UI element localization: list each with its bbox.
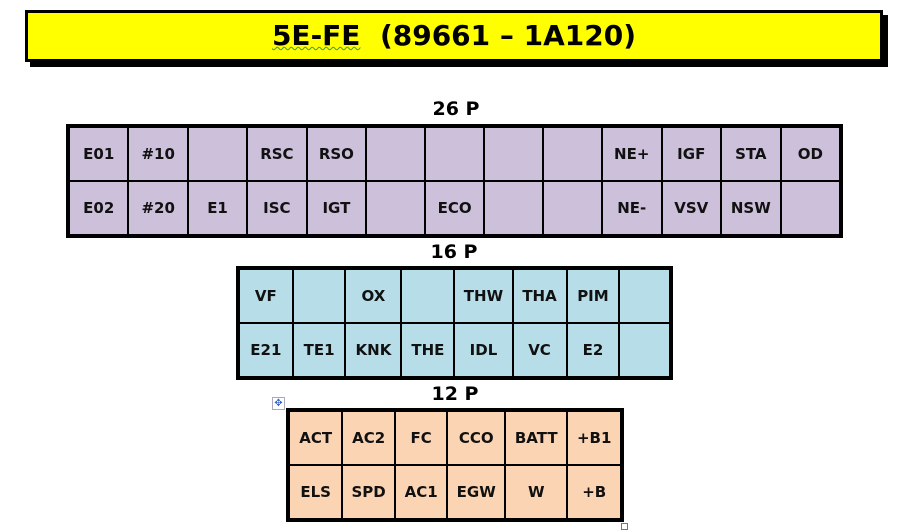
pin-cell: VC [511,322,568,379]
pin-cell: KNK [344,322,403,379]
pin-cell: ACT [286,409,344,466]
pin-cell: E1 [186,180,249,237]
pin-cell [542,180,603,237]
pin-cell: #20 [127,180,189,237]
pin-cell: THA [511,267,568,324]
pin-cell: IDL [453,322,514,379]
title-part-number: (89661 – 1A120) [379,19,637,52]
pin-cell [423,125,486,182]
pin-cell: VSV [660,180,722,237]
pin-cell: +B1 [566,409,623,466]
pin-cell: VF [237,267,294,324]
pin-cell [779,180,843,237]
pin-cell: AC2 [341,409,396,466]
pin-cell: W [504,464,569,521]
pin-cell [400,267,456,324]
pin-cell: TE1 [291,322,347,379]
pin-cell [365,125,426,182]
pin-cell: E21 [237,322,294,379]
pin-cell: RSC [246,125,308,182]
connector-12p-label: 12 P [431,383,479,405]
pin-cell: OX [344,267,403,324]
pin-cell: +B [566,464,623,521]
pin-cell: ISC [246,180,308,237]
table-move-handle-icon[interactable]: ✥ [272,397,285,410]
pin-cell: PIM [565,267,621,324]
pin-cell: E02 [66,180,130,237]
pin-cell: NE- [600,180,663,237]
pin-cell: #10 [127,125,189,182]
pin-cell: E2 [565,322,621,379]
pin-cell: IGT [305,180,368,237]
pin-cell: AC1 [393,464,449,521]
pin-cell [186,125,249,182]
pin-cell: ELS [286,464,344,521]
pin-cell: OD [779,125,843,182]
pin-cell: ECO [423,180,486,237]
pin-cell: BATT [504,409,569,466]
pin-cell [483,125,545,182]
connector-16p-label: 16 P [430,241,478,263]
pin-cell [365,180,426,237]
pin-cell: THW [453,267,514,324]
page-title: 5E-FE (89661 – 1A120) [25,10,883,62]
pin-cell: FC [393,409,449,466]
pin-cell: STA [720,125,782,182]
pin-cell: IGF [660,125,722,182]
table-resize-handle[interactable] [621,523,628,530]
pin-cell [483,180,545,237]
pin-cell: RSO [305,125,368,182]
pin-cell: NE+ [600,125,663,182]
pin-cell [291,267,347,324]
pin-cell: NSW [720,180,782,237]
pin-cell: E01 [66,125,130,182]
pin-cell: THE [400,322,456,379]
pin-cell: EGW [446,464,507,521]
pin-cell [618,267,672,324]
title-model: 5E-FE [271,19,361,52]
pin-cell [542,125,603,182]
connector-26p-label: 26 P [432,98,480,120]
pin-cell: SPD [341,464,396,521]
pin-cell [618,322,672,379]
pin-cell: CCO [446,409,507,466]
